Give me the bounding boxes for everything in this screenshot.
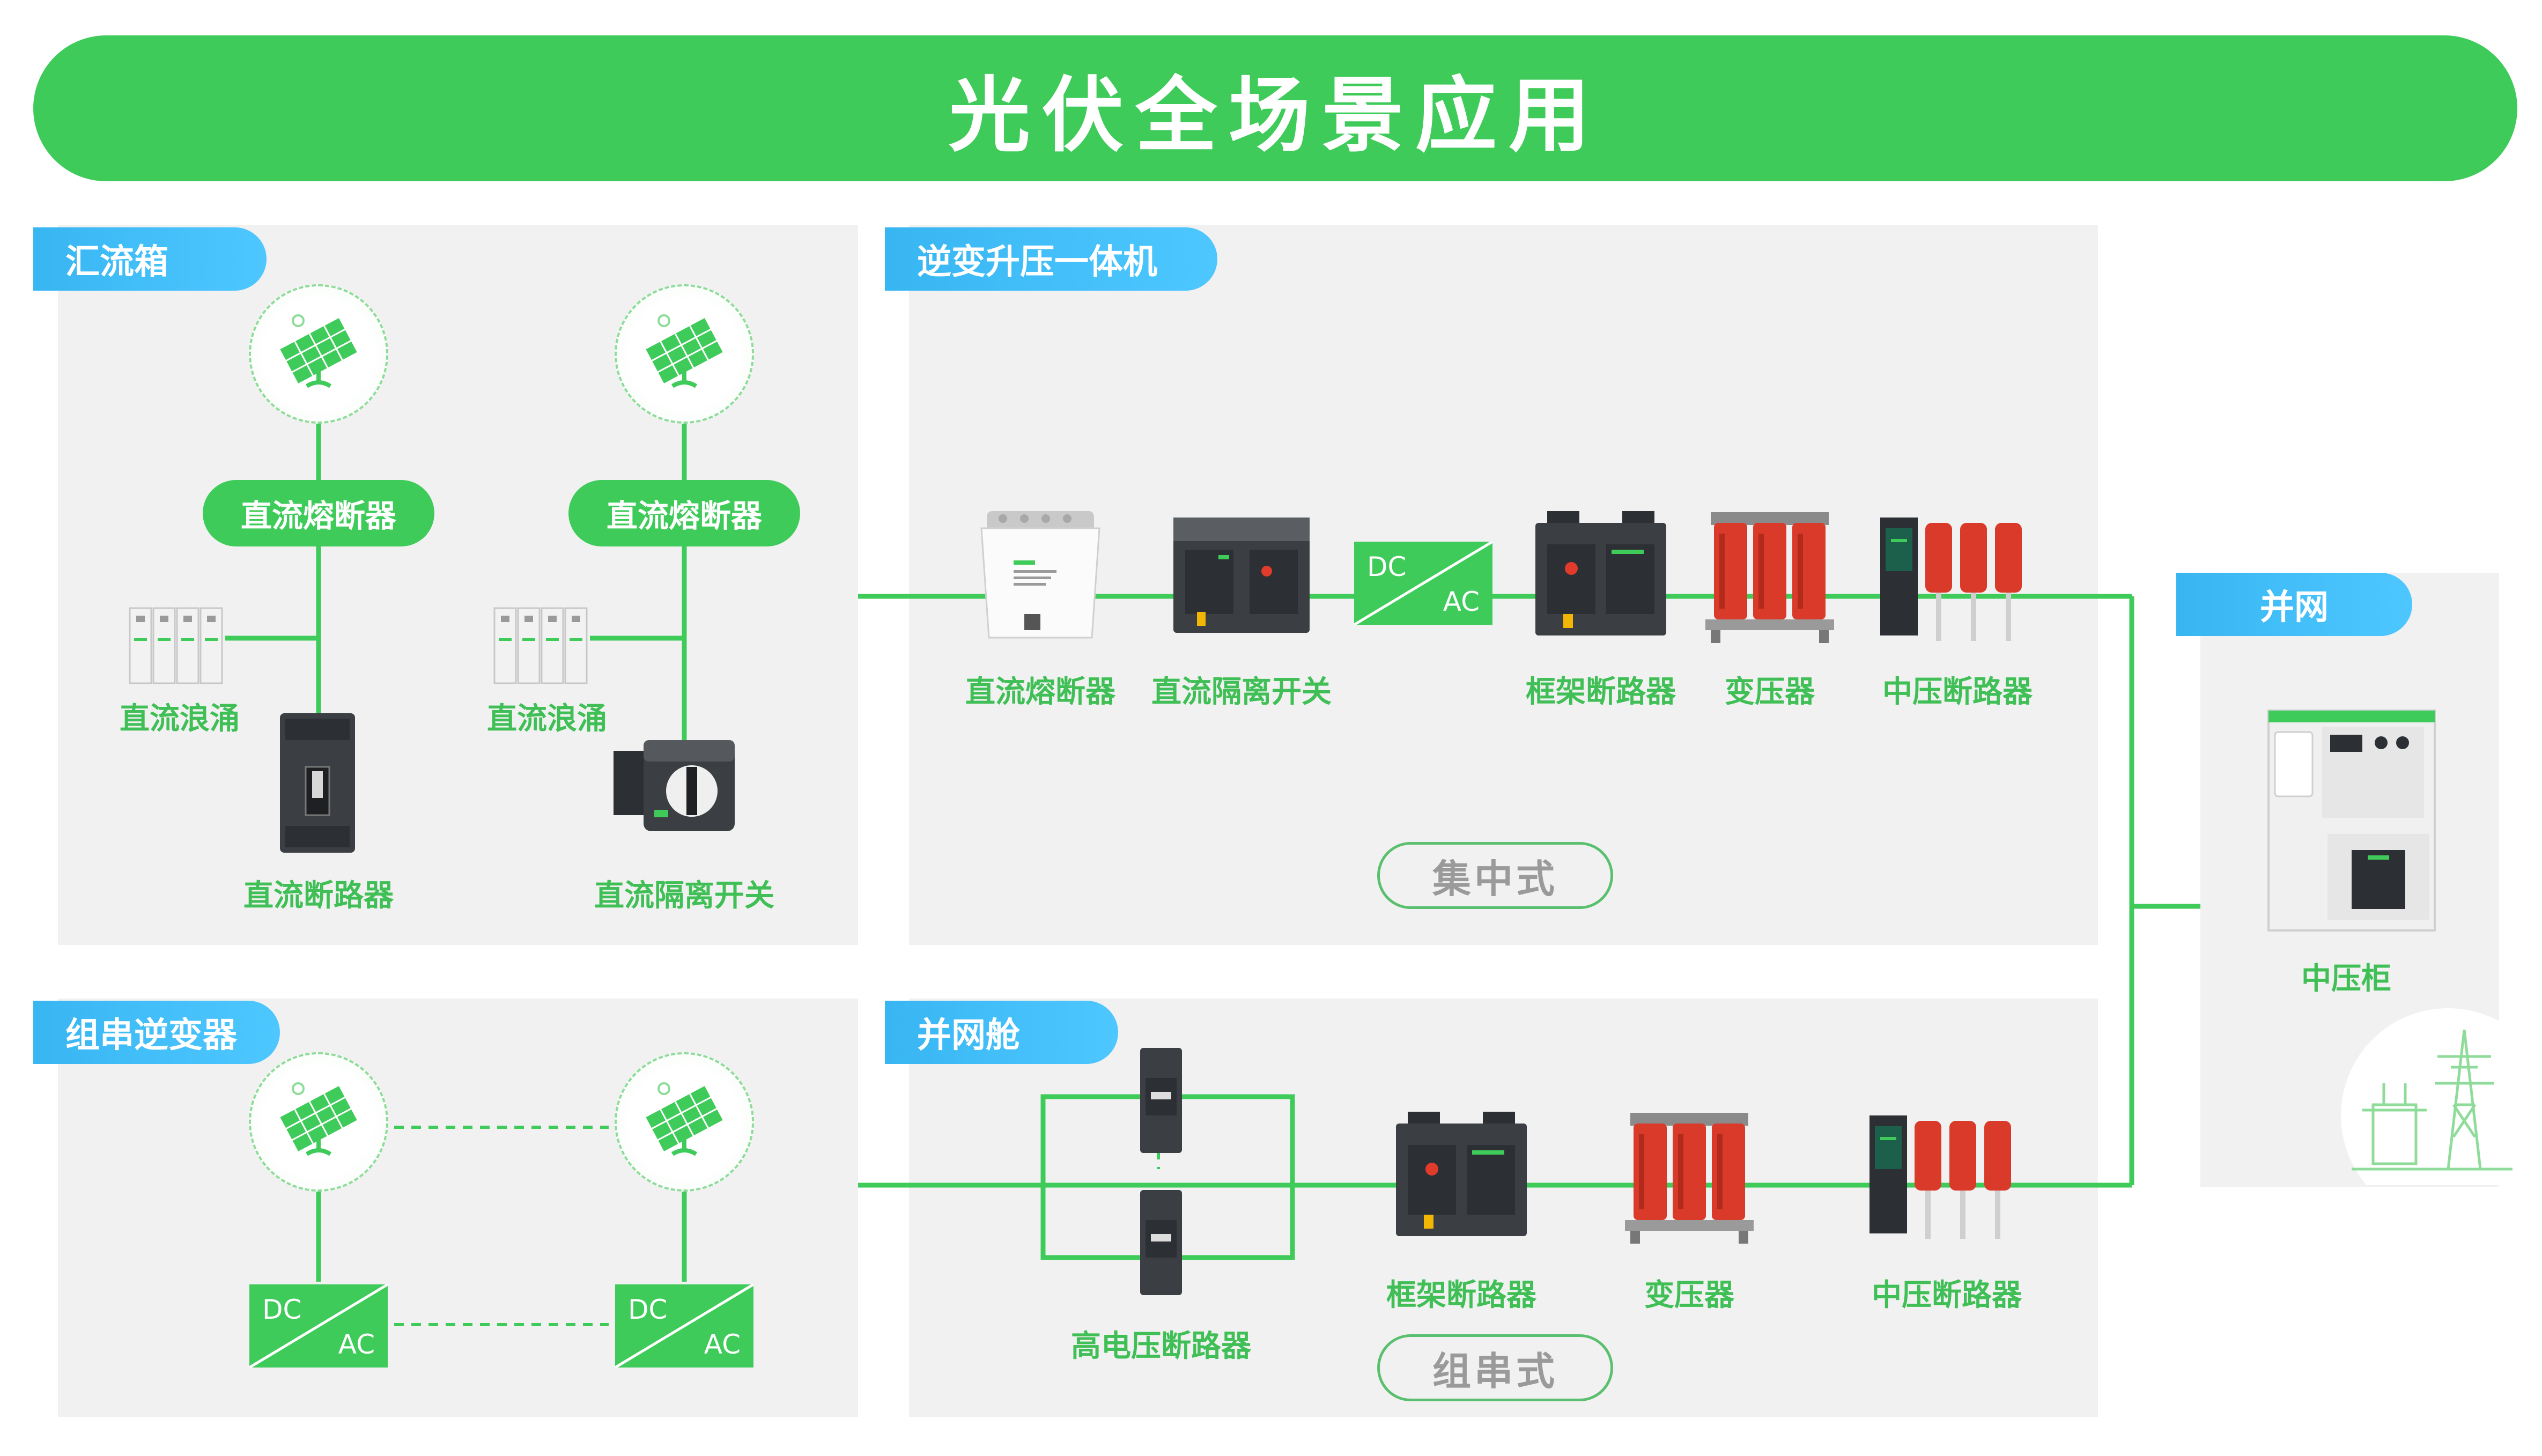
hv-breaker-icon [1137, 1188, 1185, 1298]
dc-breaker-icon [275, 708, 360, 858]
tag-grid: 并网 [2176, 573, 2412, 636]
label-ib-dc-isolator: 直流隔离开关 [1151, 675, 1332, 709]
mode-string: 组串式 [1377, 1334, 1613, 1401]
mv-cabinet-icon [2263, 705, 2440, 936]
dc-fuse-pill-1: 直流熔断器 [203, 480, 434, 546]
ac-label: AC [338, 1329, 375, 1360]
label-dc-breaker: 直流断路器 [243, 878, 394, 913]
label-ib-transformer: 变压器 [1725, 675, 1815, 709]
solar-panel-icon [249, 1052, 388, 1192]
mv-breaker-icon [1866, 1105, 2027, 1244]
dc-label: DC [262, 1294, 302, 1325]
ac-label: AC [704, 1329, 741, 1360]
surge-protector-icon [492, 606, 590, 686]
air-circuit-breaker-icon [1531, 507, 1671, 641]
tag-grid-cabin: 并网舱 [885, 1001, 1118, 1064]
solar-panel-icon [615, 284, 754, 424]
surge-protector-icon [128, 606, 225, 686]
dc-label: DC [628, 1294, 668, 1325]
air-circuit-breaker-icon [1392, 1107, 1531, 1241]
dc-fuse-pill-2: 直流熔断器 [568, 480, 800, 546]
label-gc-mv-breaker: 中压断路器 [1872, 1278, 2022, 1313]
ac-label: AC [1443, 586, 1480, 617]
fuse-icon [971, 507, 1110, 644]
dc-ac-string-inverter-icon: DC AC [615, 1284, 753, 1368]
label-ib-dc-fuse: 直流熔断器 [965, 675, 1115, 709]
transformer-icon [1700, 501, 1839, 646]
tag-grid-cabin-label: 并网舱 [917, 1016, 1020, 1055]
label-dc-surge-2: 直流浪涌 [487, 701, 607, 736]
tag-grid-label: 并网 [2260, 588, 2329, 627]
tag-string-inverter: 组串逆变器 [33, 1001, 280, 1064]
dc-label: DC [1367, 551, 1407, 582]
label-dc-surge-1: 直流浪涌 [120, 701, 240, 736]
label-ib-mv-breaker: 中压断路器 [1882, 675, 2033, 709]
label-gc-acb: 框架断路器 [1386, 1278, 1536, 1313]
tag-combiner-box-label: 汇流箱 [65, 242, 168, 282]
page-title: 光伏全场景应用 [949, 68, 1602, 163]
dc-ac-inverter-icon: DC AC [1354, 542, 1492, 625]
isolator-switch-icon [611, 729, 756, 837]
tag-string-inverter-label: 组串逆变器 [65, 1016, 237, 1055]
mv-breaker-icon [1877, 507, 2038, 646]
tag-combiner-box: 汇流箱 [33, 227, 267, 291]
dc-ac-string-inverter-icon: DC AC [249, 1284, 388, 1368]
pylon-icon [2341, 1008, 2542, 1223]
label-gc-transformer: 变压器 [1644, 1278, 1734, 1313]
label-hv-breaker: 高电压断路器 [1071, 1329, 1251, 1364]
hv-breaker-icon [1137, 1046, 1185, 1156]
title-banner: 光伏全场景应用 [33, 35, 2517, 181]
label-ib-acb: 框架断路器 [1526, 675, 1676, 709]
solar-panel-icon [249, 284, 388, 424]
tag-inverter-booster-label: 逆变升压一体机 [917, 242, 1157, 282]
mode-centralized: 集中式 [1377, 842, 1613, 909]
label-mv-cabinet: 中压柜 [2301, 962, 2391, 996]
tag-inverter-booster: 逆变升压一体机 [885, 227, 1217, 291]
solar-panel-icon [615, 1052, 754, 1192]
dc-isolator-switch-icon [1169, 512, 1314, 638]
label-dc-isolator: 直流隔离开关 [594, 878, 774, 913]
transformer-icon [1620, 1102, 1759, 1247]
